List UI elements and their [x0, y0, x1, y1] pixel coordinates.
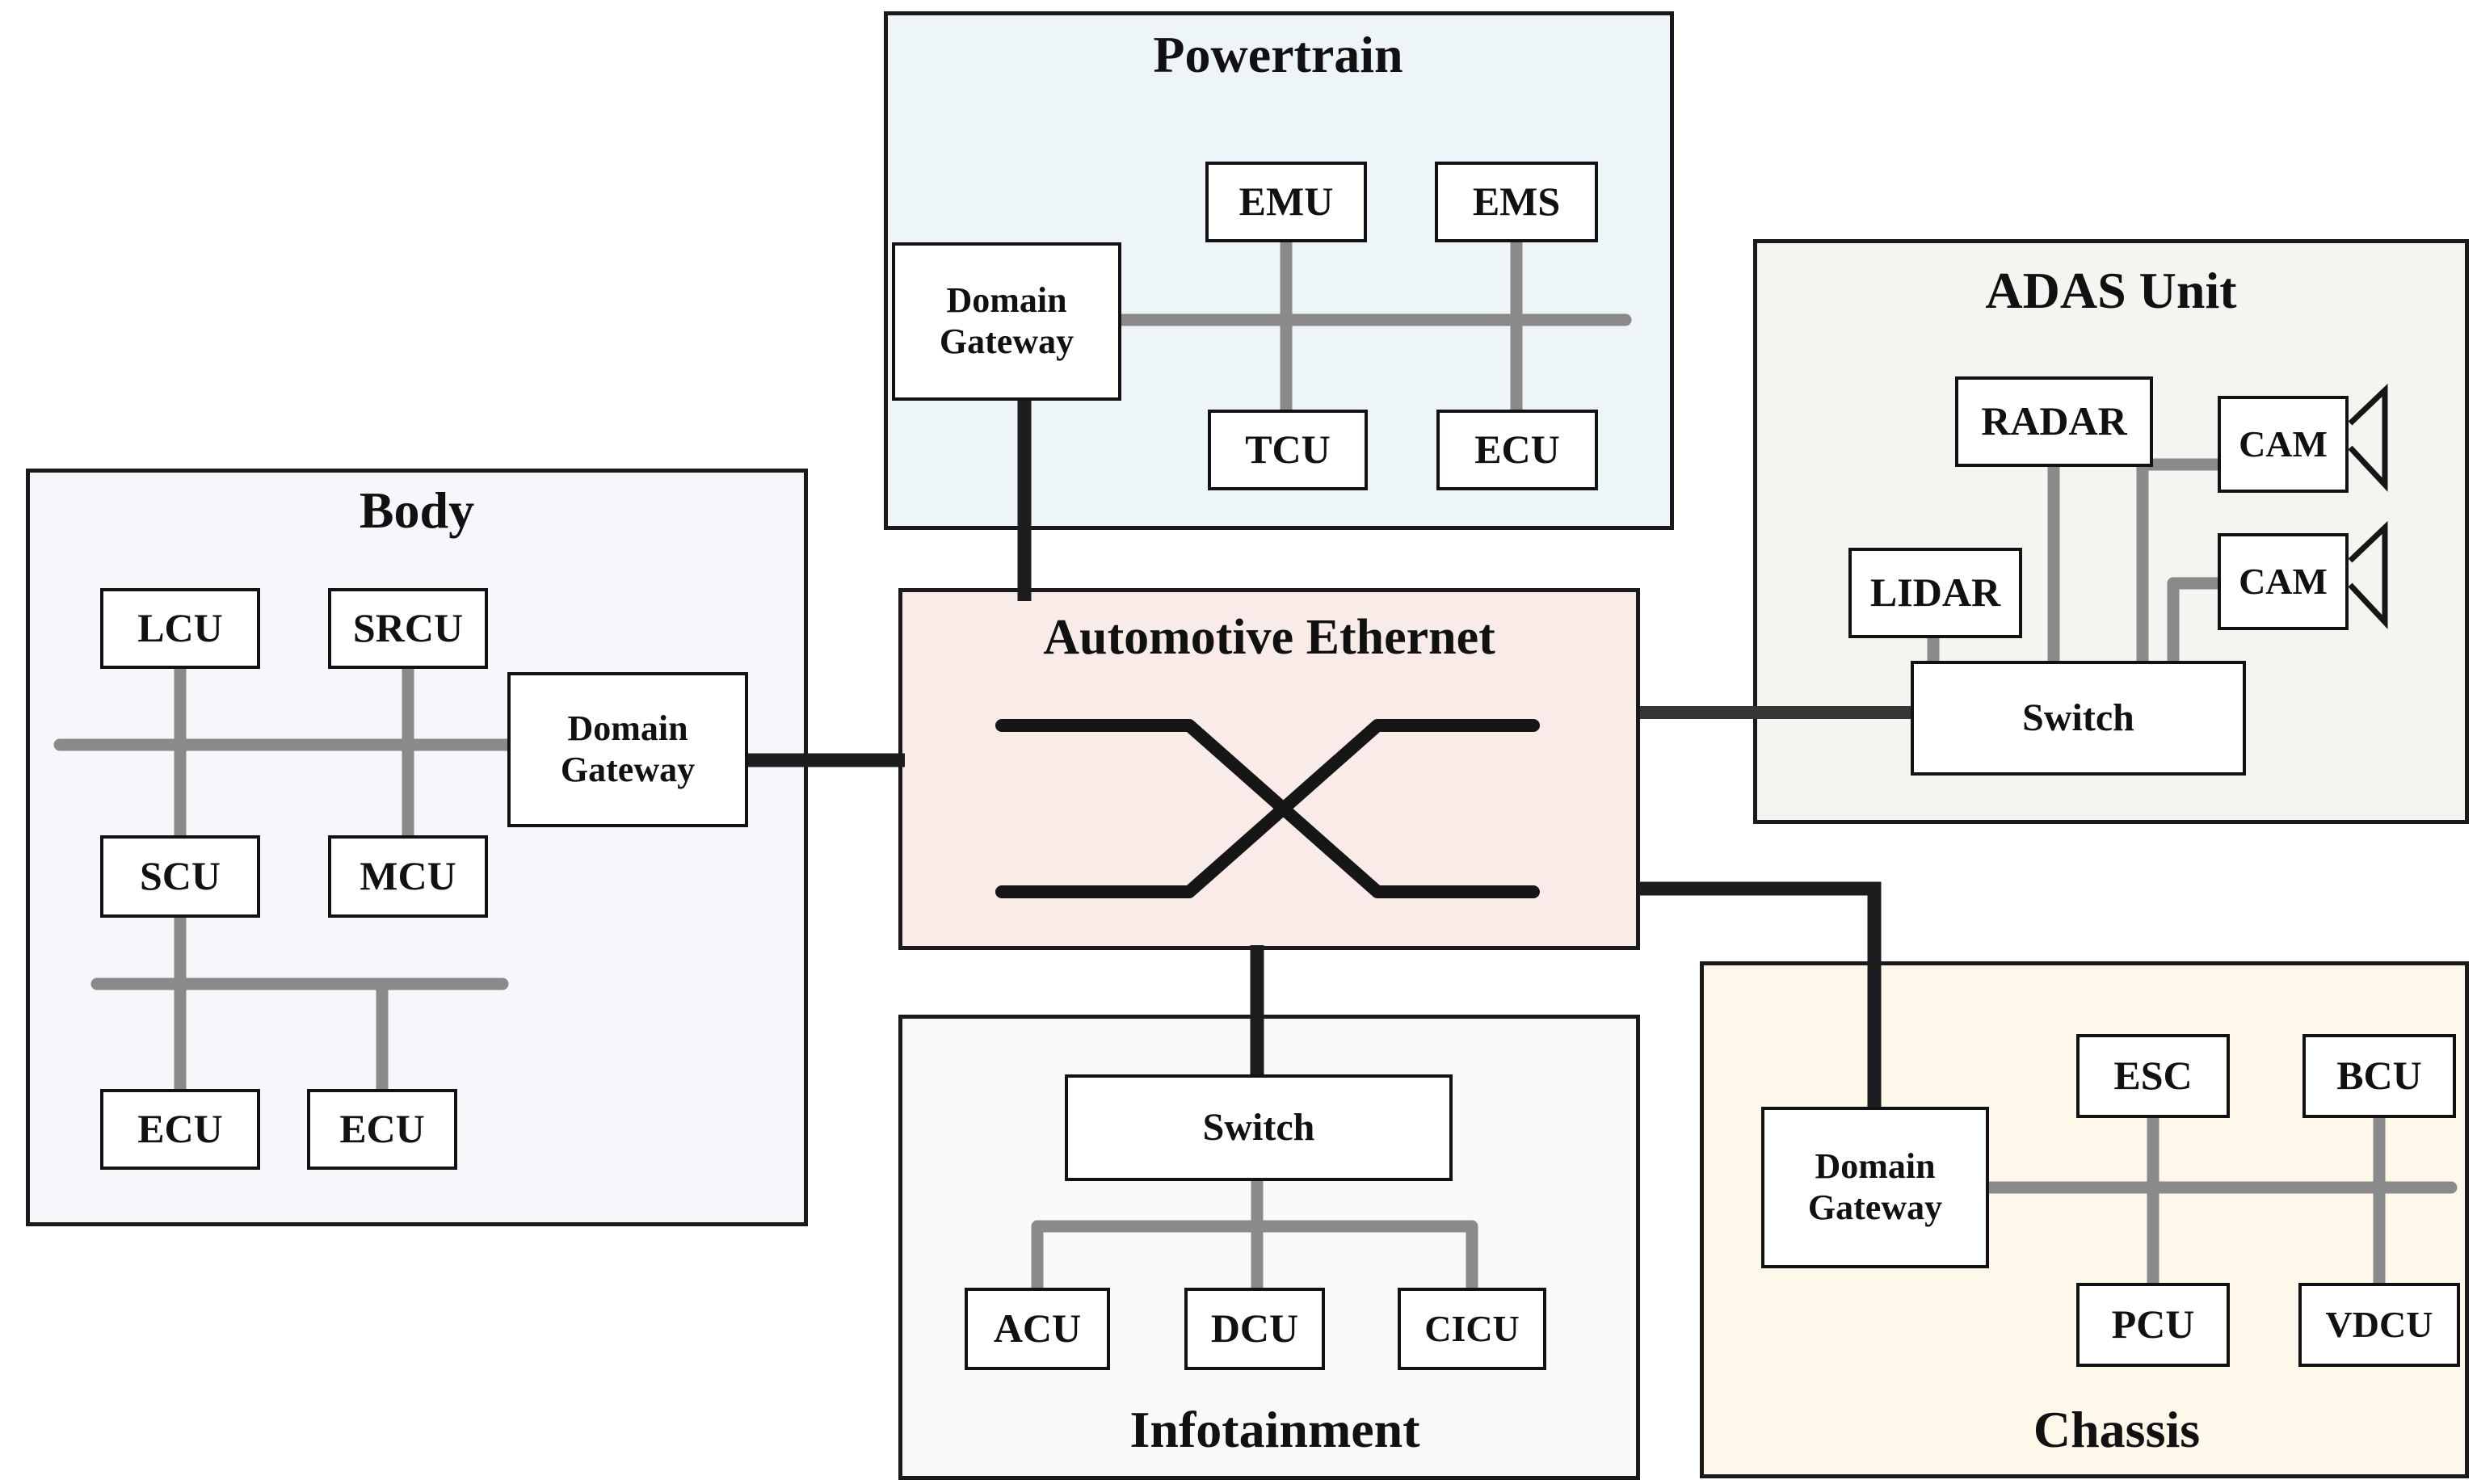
ems-node: EMS — [1435, 162, 1598, 242]
cam2-node: CAM — [2218, 533, 2349, 630]
adas-domain — [1753, 239, 2469, 824]
adas-switch-node: Switch — [1911, 661, 2246, 776]
backbone-links — [742, 401, 1882, 1113]
powertrain-title: Powertrain — [1153, 26, 1403, 83]
body-ecu2-node: ECU — [307, 1089, 457, 1170]
adas-cam1-switch-line — [2136, 458, 2227, 674]
lidar-node: LIDAR — [1848, 548, 2022, 638]
infotainment-title: Infotainment — [1129, 1401, 1420, 1458]
body-ecu1-node: ECU — [100, 1089, 260, 1170]
emu-node: EMU — [1205, 162, 1367, 242]
radar-node: RADAR — [1955, 376, 2153, 467]
chassis-domain-gateway-node: Domain Gateway — [1761, 1107, 1989, 1268]
bcu-node: BCU — [2302, 1034, 2456, 1118]
lcu-node: LCU — [100, 588, 260, 669]
powertrain-domain-gateway-node: Domain Gateway — [892, 242, 1121, 401]
dcu-node: DCU — [1184, 1288, 1325, 1370]
ethernet-crossover-icon — [995, 719, 1540, 898]
adas-cam2-switch-line — [2167, 577, 2227, 674]
vdcu-node: VDCU — [2298, 1283, 2460, 1367]
acu-node: ACU — [965, 1288, 1110, 1370]
body-title: Body — [359, 481, 475, 539]
camera-lens-icon-top — [2348, 383, 2388, 492]
powertrain-ecu-node: ECU — [1436, 410, 1598, 490]
automotive-ethernet-title: Automotive Ethernet — [1043, 610, 1495, 665]
scu-node: SCU — [100, 835, 260, 918]
mcu-node: MCU — [328, 835, 488, 918]
camera-lens-icons — [2348, 383, 2388, 629]
adas-title: ADAS Unit — [1985, 262, 2237, 319]
infotainment-switch-node: Switch — [1065, 1074, 1453, 1181]
cam1-node: CAM — [2218, 396, 2349, 493]
pcu-node: PCU — [2076, 1283, 2230, 1367]
gray-bus-lines — [53, 234, 2458, 1299]
esc-node: ESC — [2076, 1034, 2230, 1118]
tcu-node: TCU — [1208, 410, 1368, 490]
camera-lens-icon-bottom — [2348, 520, 2388, 629]
crossover-path-b — [995, 719, 1540, 898]
body-domain-gateway-node: Domain Gateway — [507, 672, 748, 827]
chassis-title: Chassis — [2033, 1401, 2201, 1458]
cicu-node: CICU — [1398, 1288, 1546, 1370]
crossover-path-a — [995, 719, 1540, 898]
srcu-node: SRCU — [328, 588, 488, 669]
chassis-hub-link — [1640, 881, 1882, 1113]
